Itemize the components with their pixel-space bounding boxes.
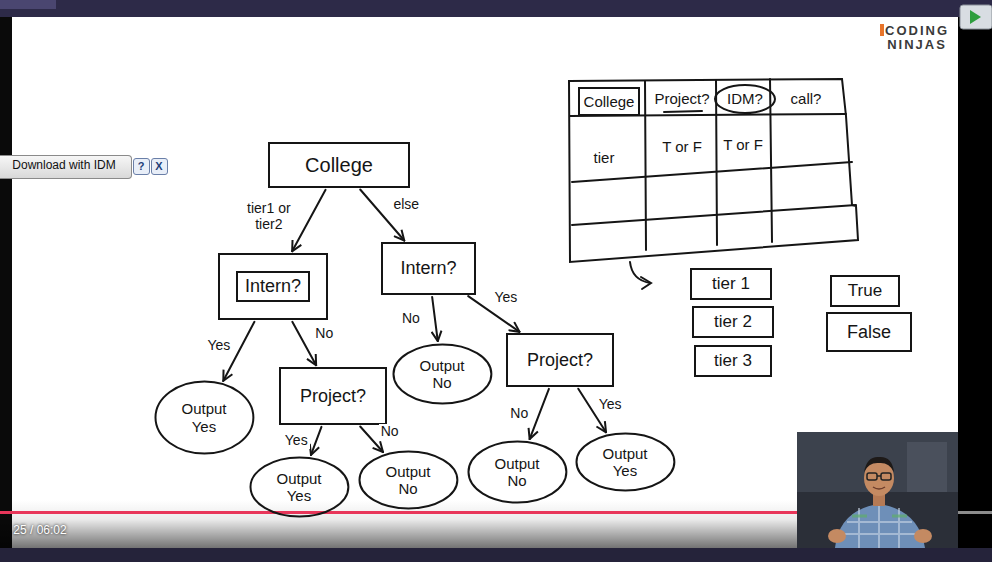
table-rule xyxy=(770,79,772,242)
node-text: Intern? xyxy=(400,258,456,279)
decision-box: Intern? xyxy=(218,253,328,320)
output-circle: Output Yes xyxy=(249,456,350,518)
root-box: College xyxy=(268,142,410,188)
branch-label: Yes xyxy=(283,433,310,448)
branch-label: No xyxy=(400,311,422,326)
node-text: Intern? xyxy=(236,271,310,302)
node-text: Project? xyxy=(300,386,366,407)
output-circle: Output No xyxy=(358,450,459,510)
table-header: College xyxy=(584,94,635,111)
branch-label: tier1 or tier2 xyxy=(238,201,300,232)
header-box xyxy=(579,88,639,115)
output-circle: Output No xyxy=(467,440,568,504)
node-text: Output No xyxy=(376,463,440,498)
branch-arrow xyxy=(530,389,549,439)
decision-box: Project? xyxy=(279,367,387,425)
node-text: True xyxy=(848,281,882,301)
node-text: Output Yes xyxy=(593,445,657,480)
branch-label: Yes xyxy=(597,397,624,412)
top-bar xyxy=(0,0,992,17)
node-text: False xyxy=(847,322,891,343)
right-strip xyxy=(958,17,992,548)
node-text: tier 1 xyxy=(712,274,750,294)
progress-played xyxy=(0,511,800,514)
logo-text: CODING xyxy=(885,24,949,38)
option-box: tier 2 xyxy=(692,306,774,338)
option-box: False xyxy=(826,312,912,352)
branch-label: No xyxy=(313,326,335,341)
table-header: Project? xyxy=(654,91,709,108)
node-text: tier 3 xyxy=(714,351,752,371)
branch-label: Yes xyxy=(205,338,232,353)
node-text: Output Yes xyxy=(172,400,236,435)
node-text: Output Yes xyxy=(267,470,331,505)
bottom-bar xyxy=(0,548,992,562)
table-cell: T or F xyxy=(662,139,702,156)
idm-help: ? xyxy=(138,160,145,172)
branch-arrow xyxy=(311,427,321,455)
branch-label: No xyxy=(379,424,401,439)
option-box: tier 1 xyxy=(690,268,772,300)
node-text: Output No xyxy=(485,455,549,490)
node-text: Output No xyxy=(410,357,474,392)
left-strip xyxy=(0,17,12,548)
option-box: tier 3 xyxy=(694,345,772,377)
output-circle: Output No xyxy=(392,343,493,405)
underline xyxy=(664,111,702,112)
play-button xyxy=(958,4,992,30)
decision-box: Project? xyxy=(506,333,614,387)
table-outline xyxy=(569,79,858,262)
video-time: 25 / 06:02 xyxy=(13,524,66,537)
node-text: College xyxy=(305,154,373,177)
branch-label: Yes xyxy=(492,290,519,305)
branch-label: else xyxy=(391,197,421,212)
pointer-arrowhead xyxy=(641,277,651,289)
idm-close: X xyxy=(155,160,162,172)
idm-button-text: Download with IDM xyxy=(12,159,115,172)
header-circle xyxy=(715,85,775,113)
table-cell: T or F xyxy=(723,137,763,154)
node-text: tier 2 xyxy=(714,312,752,332)
output-circle: Output Yes xyxy=(575,432,676,492)
decision-box: Intern? xyxy=(381,242,476,295)
logo-text: NINJAS xyxy=(887,38,947,52)
option-box: True xyxy=(830,275,900,307)
branch-label: No xyxy=(508,406,530,421)
table-cell: tier xyxy=(594,150,615,167)
presenter-video xyxy=(797,432,958,548)
output-circle: Output Yes xyxy=(154,380,255,455)
tab xyxy=(0,0,56,9)
branch-arrow xyxy=(432,297,438,341)
table-header: IDM? xyxy=(727,91,763,108)
table-header: call? xyxy=(791,91,822,108)
table-rule xyxy=(645,81,646,250)
node-text: Project? xyxy=(527,350,593,371)
table-rule xyxy=(572,205,856,225)
